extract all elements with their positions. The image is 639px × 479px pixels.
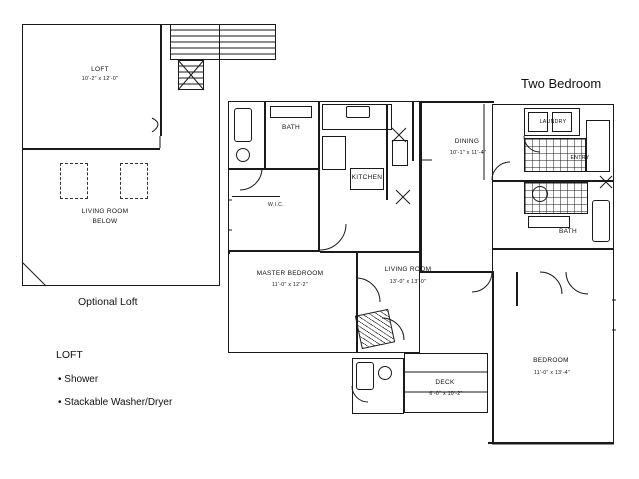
bedroom-closet-wall bbox=[516, 272, 518, 306]
bath1-toilet bbox=[236, 148, 250, 162]
room-label-living-room: LIVING ROOM bbox=[384, 266, 432, 273]
loft-stair-enclosure bbox=[170, 24, 276, 60]
bedroom-bottom-wall bbox=[488, 442, 614, 444]
bath1-tub bbox=[234, 108, 252, 142]
room-dims-dining: 10'-1" x 11'-4" bbox=[449, 150, 487, 156]
room-dims-bedroom: 11'-0" x 13'-4" bbox=[533, 370, 571, 376]
living-below-dashed-left bbox=[60, 163, 88, 199]
room-label-dining: DINING bbox=[454, 138, 480, 145]
room-label-deck: DECK bbox=[435, 379, 455, 386]
entry-coat-closet bbox=[586, 120, 610, 172]
loft-divider-wall bbox=[22, 148, 160, 150]
two-bedroom-title: Two Bedroom bbox=[521, 76, 602, 91]
room-dims-deck: 6'-0" x 10'-2" bbox=[429, 391, 463, 397]
living-below-label-line1: LIVING ROOM bbox=[81, 208, 129, 215]
loft-feature-shower: • Shower bbox=[58, 374, 99, 385]
living-room-lower-right-wall bbox=[492, 271, 494, 444]
wall-bath-kitchen-vert bbox=[318, 101, 320, 251]
room-label-kitchen: KITCHEN bbox=[351, 174, 383, 181]
kitchen-fridge bbox=[392, 140, 408, 166]
corridor-bottom-wall bbox=[420, 271, 494, 273]
washer-unit bbox=[528, 112, 548, 132]
room-dims-master-bedroom: 11'-0" x 12'-2" bbox=[271, 282, 309, 288]
room-label-bedroom: BEDROOM bbox=[533, 357, 569, 364]
kitchen-sink bbox=[346, 106, 370, 118]
wic-shelf bbox=[232, 196, 280, 197]
wall-wic-bottom bbox=[228, 250, 320, 252]
lower-bath-tub bbox=[356, 362, 374, 390]
living-room-right-wall bbox=[420, 101, 422, 273]
loft-stair-landing bbox=[178, 60, 204, 90]
loft-feature-washer-dryer: • Stackable Washer/Dryer bbox=[58, 397, 173, 408]
living-below-dashed-right bbox=[120, 163, 148, 199]
kitchen-range bbox=[322, 136, 346, 170]
room-label-wic: W.I.C. bbox=[268, 202, 284, 208]
room-label-bath-1: BATH bbox=[281, 124, 301, 131]
bath2-vanity bbox=[528, 216, 570, 228]
stair-hatch-block bbox=[354, 308, 396, 350]
loft-stair-return-wall bbox=[160, 24, 162, 136]
wall-dining-left-vert bbox=[412, 101, 414, 161]
room-dims-living-room: 13'-0" x 13'-0" bbox=[389, 279, 427, 285]
dryer-unit bbox=[552, 112, 572, 132]
wall-living-left-vert bbox=[356, 251, 358, 353]
lower-bath-toilet bbox=[378, 366, 392, 380]
loft-room-label: LOFT bbox=[91, 66, 109, 73]
bath2-tub bbox=[592, 200, 610, 242]
living-below-label-line2: BELOW bbox=[92, 218, 118, 225]
room-label-laundry: LAUNDRY bbox=[539, 119, 567, 125]
wall-bath-bottom bbox=[228, 168, 320, 170]
loft-outer-wall bbox=[22, 24, 220, 286]
laundry-closet bbox=[524, 108, 580, 136]
kitchen-upper-counter bbox=[322, 104, 392, 130]
kitchen-counter-run bbox=[386, 104, 388, 200]
loft-features-heading: LOFT bbox=[56, 349, 83, 361]
loft-room-dims: 10'-2" x 12'-0" bbox=[81, 76, 119, 82]
wall-kitchen-bottom bbox=[320, 251, 420, 253]
wall-master-top bbox=[228, 250, 230, 254]
corridor-top-wall bbox=[420, 101, 494, 103]
room-label-bath-2: BATH bbox=[558, 228, 578, 235]
wall-bath-right-vert bbox=[264, 101, 266, 169]
bath1-vanity bbox=[270, 106, 312, 118]
room-label-entry: ENTRY bbox=[570, 155, 590, 161]
bath2-toilet bbox=[532, 186, 548, 202]
optional-loft-caption: Optional Loft bbox=[78, 296, 138, 308]
wall-bath2-bottom bbox=[492, 248, 614, 250]
kitchen-island bbox=[350, 168, 384, 190]
room-label-master-bedroom: MASTER BEDROOM bbox=[256, 270, 324, 277]
wall-bath2-top bbox=[492, 180, 614, 182]
